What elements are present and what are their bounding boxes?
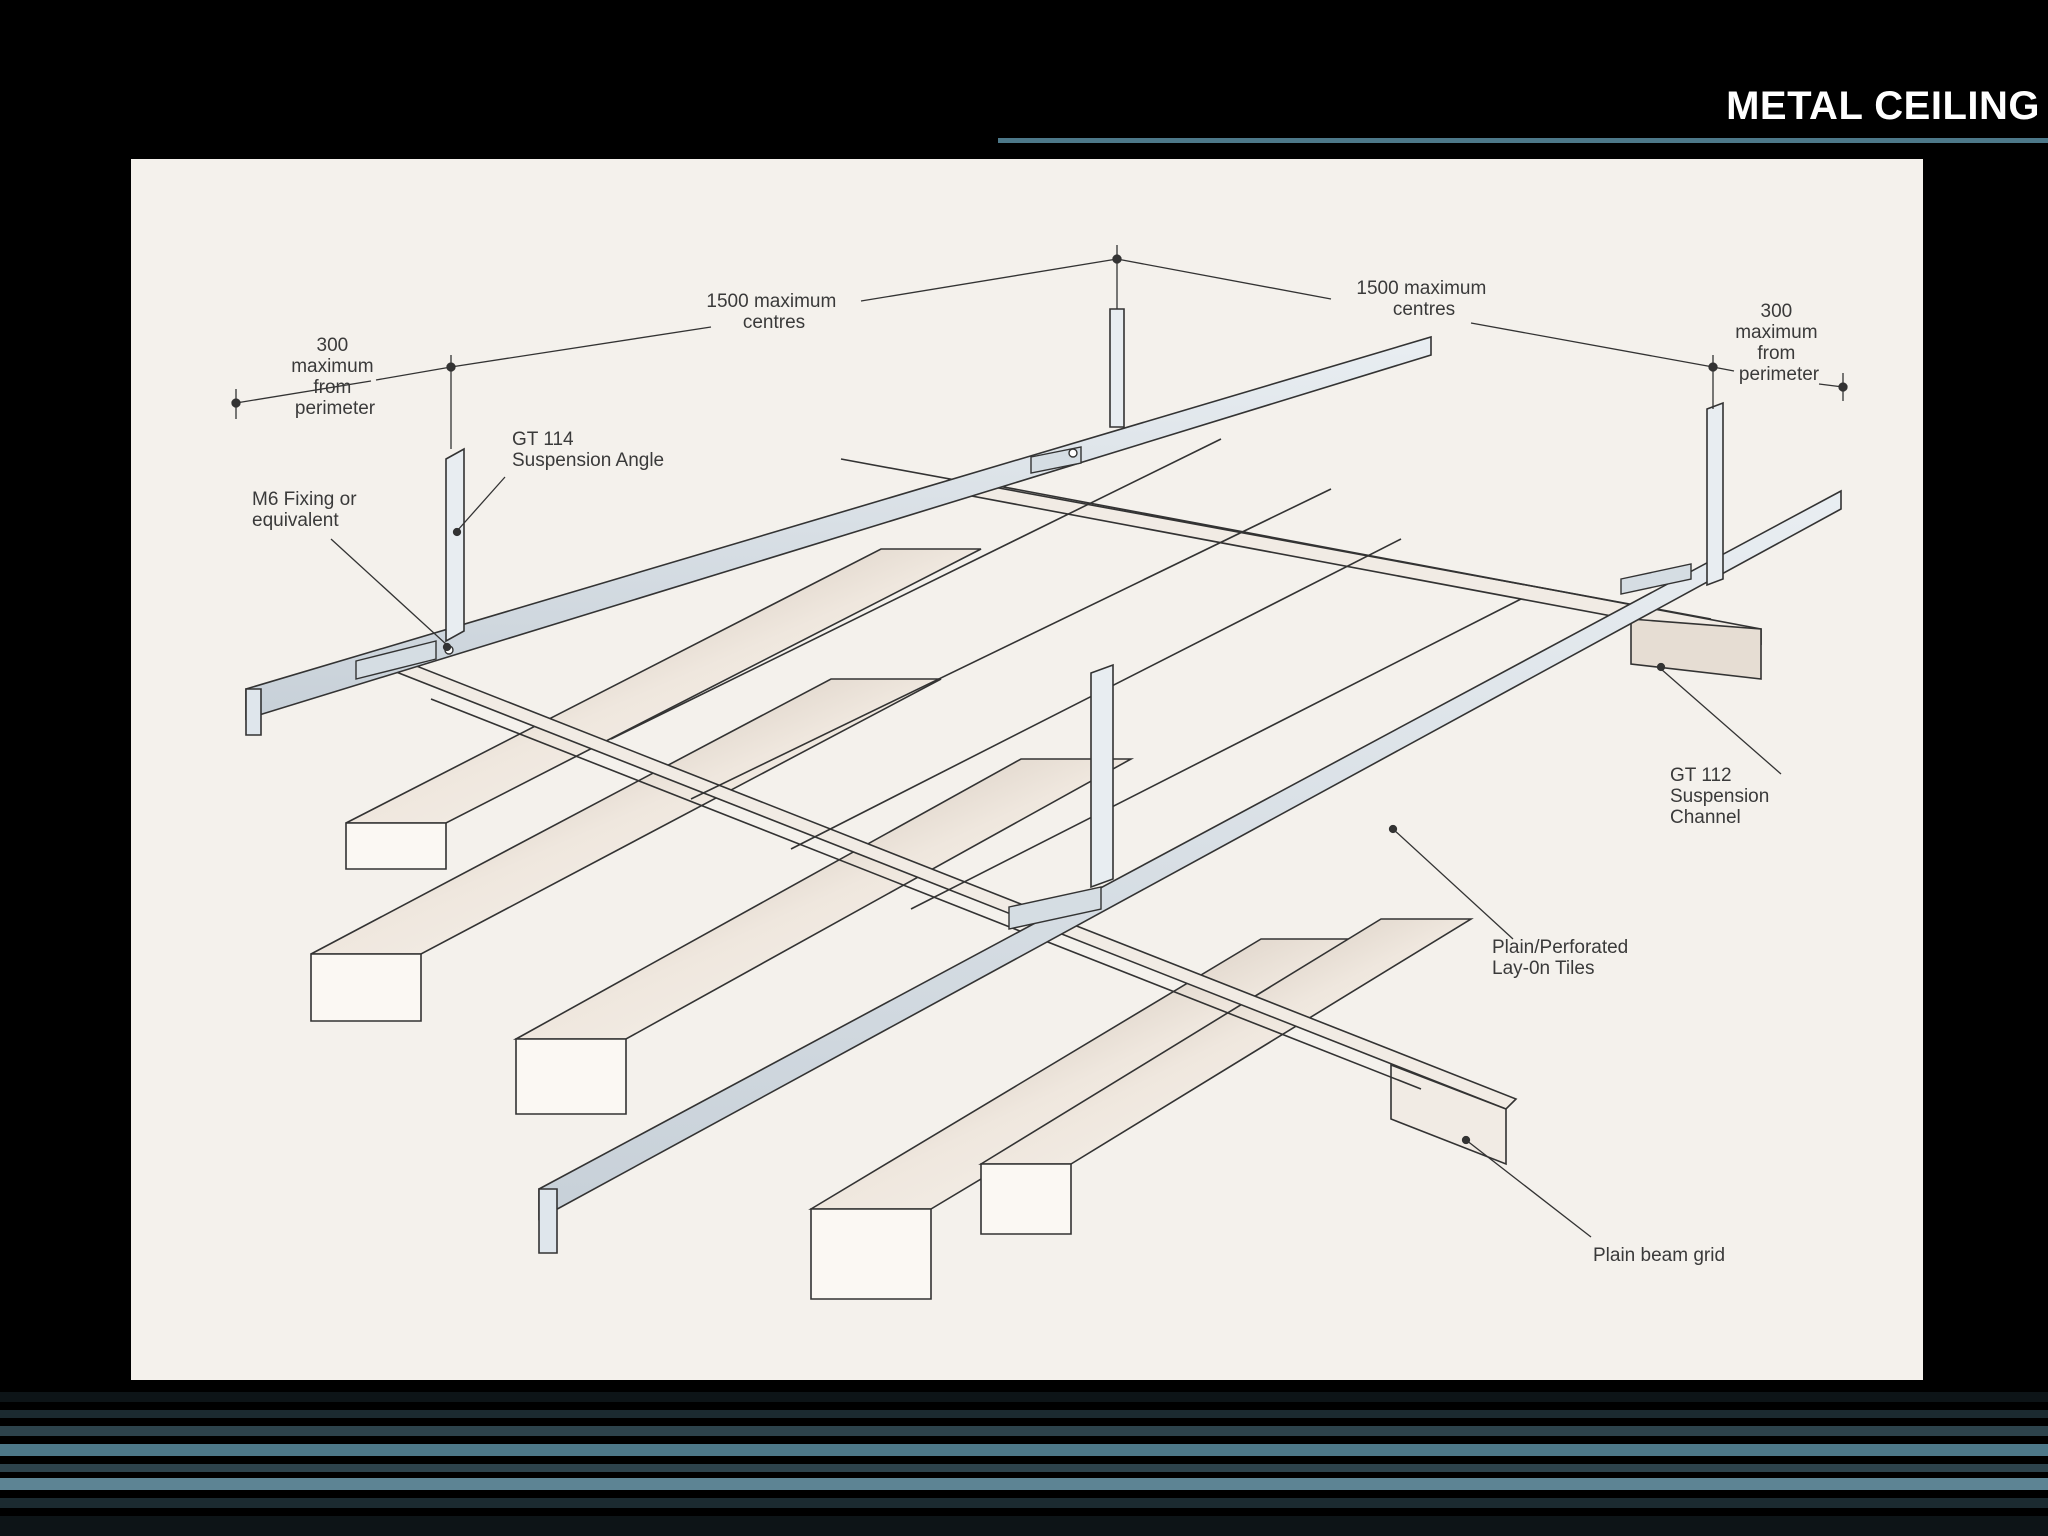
diagram-labels: 300 maximum from perimeter 1500 maximum …: [252, 278, 1823, 1266]
label-right-perimeter: 300 maximum from perimeter: [1735, 301, 1823, 385]
slide-title: METAL CEILING: [1726, 84, 2040, 128]
label-plain-beam-grid: Plain beam grid: [1593, 1245, 1725, 1266]
label-left-perimeter: 300 maximum from perimeter: [291, 335, 379, 419]
ceiling-diagram: 300 maximum from perimeter 1500 maximum …: [131, 159, 1923, 1380]
rail-clips: [355, 446, 1692, 930]
label-suspension-channel: GT 112 Suspension Channel: [1670, 765, 1775, 828]
label-lay-on-tiles: Plain/Perforated Lay-0n Tiles: [1492, 937, 1634, 979]
ceiling-drawing: 300 maximum from perimeter 1500 maximum …: [231, 245, 1848, 1300]
title-underline: [998, 138, 2048, 143]
label-centres-left: 1500 maximum centres: [706, 291, 841, 333]
label-centres-right: 1500 maximum centres: [1356, 278, 1491, 320]
footer-stripes: [0, 1392, 2048, 1536]
label-m6-fixing: M6 Fixing or equivalent: [252, 489, 362, 531]
leader-lines: [330, 476, 1782, 1238]
dimension-lines: [231, 245, 1848, 449]
label-suspension-angle: GT 114 Suspension Angle: [512, 429, 664, 471]
lay-on-tiles: [310, 548, 1474, 1300]
gt112-suspension-channel: [245, 335, 1842, 1254]
gt114-suspension-angles: [445, 308, 1724, 889]
